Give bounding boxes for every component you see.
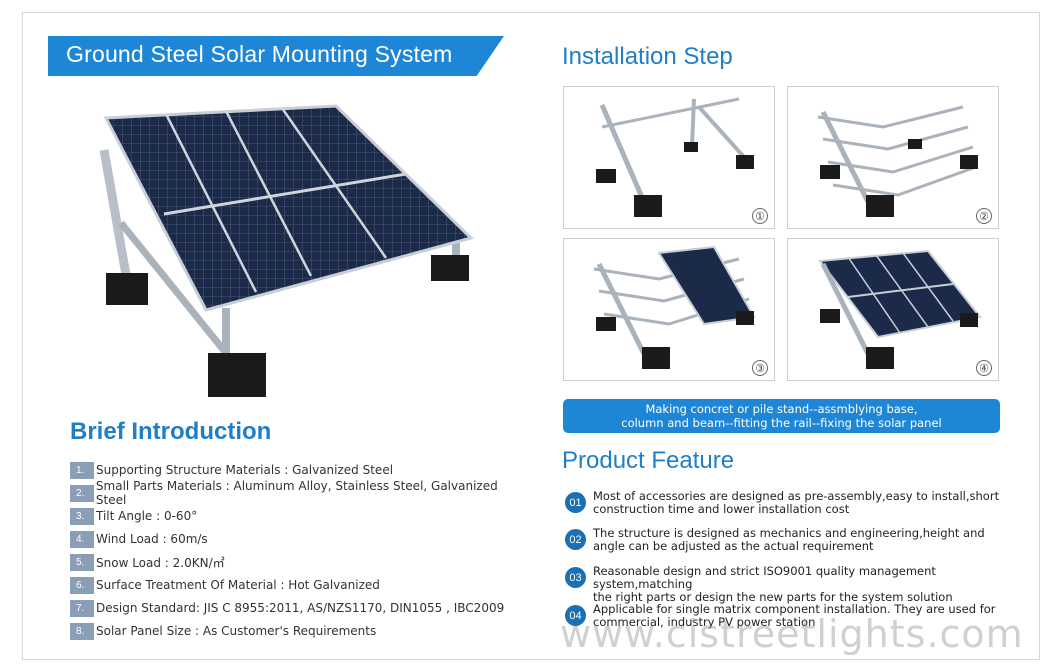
brief-number-badge: 5. — [70, 553, 94, 571]
step-number: ② — [976, 208, 992, 224]
feature-line: Applicable for single matrix component i… — [593, 602, 996, 616]
concrete-base-left — [106, 273, 148, 305]
solar-array-illustration — [99, 104, 474, 397]
feature-number-badge: 04 — [565, 605, 586, 626]
caption-line: Making concret or pile stand--assmblying… — [645, 402, 918, 416]
brief-item: 3. Tilt Angle : 0-60° — [70, 507, 197, 525]
step-number: ③ — [752, 360, 768, 376]
frame-partial-panels-icon — [593, 245, 756, 369]
brief-number-badge: 4. — [70, 530, 94, 548]
caption-line: column and beam--fitting the rail--fixin… — [621, 416, 942, 430]
feature-text: Applicable for single matrix component i… — [593, 603, 996, 629]
brief-item: 1. Supporting Structure Materials : Galv… — [70, 461, 393, 479]
step-number: ① — [752, 208, 768, 224]
feature-line: The structure is designed as mechanics a… — [593, 526, 985, 540]
brief-item-text: Surface Treatment Of Material : Hot Galv… — [96, 578, 380, 592]
brief-item-text: Supporting Structure Materials : Galvani… — [96, 463, 394, 477]
feature-number-badge: 01 — [565, 492, 586, 513]
brief-item-text: Small Parts Materials : Aluminum Alloy, … — [95, 479, 498, 507]
concrete-base-front — [208, 353, 266, 397]
feature-line: Reasonable design and strict ISO9001 qua… — [593, 564, 936, 591]
feature-line: construction time and lower installation… — [593, 502, 850, 516]
step-number: ④ — [976, 360, 992, 376]
feature-item: 03 Reasonable design and strict ISO9001 … — [565, 565, 1005, 604]
brief-number-badge: 3. — [70, 507, 94, 525]
brief-number-badge: 1. — [70, 461, 94, 479]
brief-item-text: Design Standard: JIS C 8955:2011, AS/NZS… — [96, 601, 505, 615]
brief-number-badge: 7. — [70, 599, 94, 617]
page-title: Ground Steel Solar Mounting System — [66, 41, 453, 67]
solar-panels — [103, 104, 474, 312]
feature-line: commercial, industry PV power station — [593, 615, 816, 629]
brief-item: 6. Surface Treatment Of Material : Hot G… — [70, 576, 380, 594]
step-2-image: ② — [787, 86, 999, 229]
brief-item: 2. Small Parts Materials : Aluminum Allo… — [70, 479, 530, 507]
brief-item: 8. Solar Panel Size : As Customer's Requ… — [70, 622, 376, 640]
brief-item-text: Solar Panel Size : As Customer's Require… — [96, 624, 377, 638]
feature-line: angle can be adjusted as the actual requ… — [593, 539, 874, 553]
brief-item: 5. Snow Load : 2.0KN/㎡ — [70, 553, 225, 571]
feature-text: The structure is designed as mechanics a… — [593, 527, 985, 553]
frame-rails-icon — [817, 105, 978, 217]
feature-number-badge: 02 — [565, 529, 586, 550]
brief-number-badge: 6. — [70, 576, 94, 594]
brief-item-text: Snow Load : 2.0KN/㎡ — [96, 555, 225, 570]
brief-item: 7. Design Standard: JIS C 8955:2011, AS/… — [70, 599, 504, 617]
page-frame — [22, 12, 1040, 660]
brief-number-badge: 2. — [70, 484, 94, 502]
brief-item-text: Wind Load : 60m/s — [96, 532, 208, 546]
frame-stands-icon — [596, 97, 754, 217]
feature-number-badge: 03 — [565, 567, 586, 588]
brief-heading: Brief Introduction — [70, 418, 272, 445]
feature-heading: Product Feature — [562, 447, 735, 474]
step-1-image: ① — [563, 86, 775, 229]
step-4-image: ④ — [787, 238, 999, 381]
installation-caption: Making concret or pile stand--assmblying… — [563, 399, 1000, 433]
frame-full-panels-icon — [818, 249, 982, 369]
feature-item: 01 Most of accessories are designed as p… — [565, 490, 1005, 516]
step-3-image: ③ — [563, 238, 775, 381]
concrete-base-right — [431, 255, 469, 281]
feature-line: the right parts or design the new parts … — [593, 590, 953, 604]
feature-line: Most of accessories are designed as pre-… — [593, 489, 1000, 503]
feature-text: Most of accessories are designed as pre-… — [593, 490, 999, 516]
brief-number-badge: 8. — [70, 622, 94, 640]
feature-text: Reasonable design and strict ISO9001 qua… — [593, 565, 1005, 604]
installation-heading: Installation Step — [562, 43, 733, 70]
title-banner — [48, 36, 504, 76]
brief-item-text: Tilt Angle : 0-60° — [96, 509, 198, 523]
feature-item: 02 The structure is designed as mechanic… — [565, 527, 1005, 553]
feature-item: 04 Applicable for single matrix componen… — [565, 603, 1005, 629]
brief-item: 4. Wind Load : 60m/s — [70, 530, 208, 548]
watermark: www.cistreetlights.com — [560, 612, 1024, 656]
